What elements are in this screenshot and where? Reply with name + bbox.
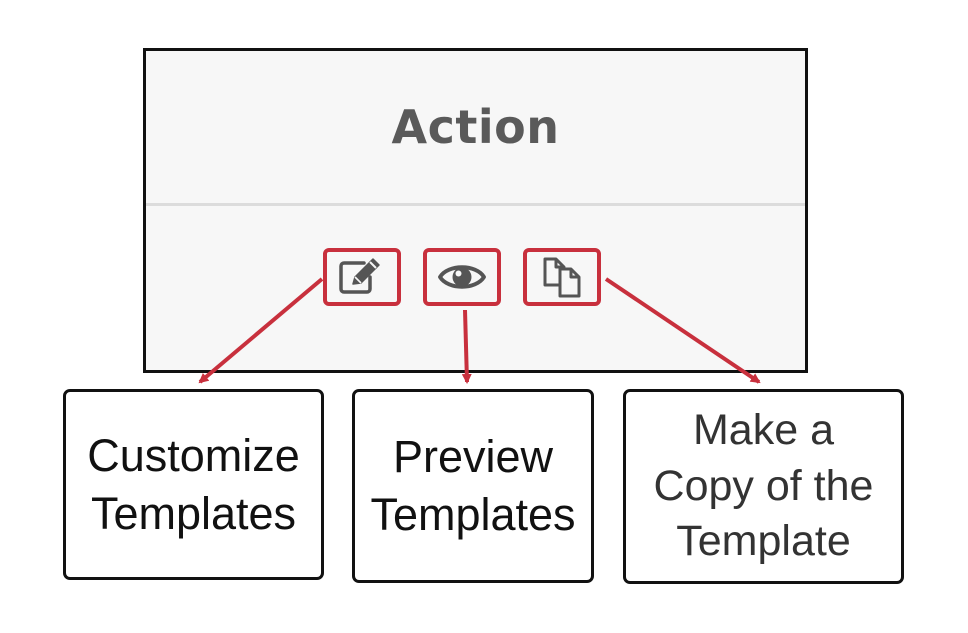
callout-label: Preview Templates xyxy=(370,431,576,540)
copy-icon xyxy=(543,257,581,298)
eye-icon xyxy=(438,265,486,289)
callout-customize-templates: Customize Templates xyxy=(63,389,324,580)
callout-make-a-copy: Make a Copy of the Template xyxy=(623,389,904,584)
copy-template-button[interactable] xyxy=(523,248,601,306)
action-panel: Action xyxy=(143,48,808,373)
callout-label: Make a Copy of the Template xyxy=(653,405,874,566)
action-column-header: Action xyxy=(146,51,805,206)
callout-label: Customize Templates xyxy=(87,429,300,539)
callout-preview-templates: Preview Templates xyxy=(352,389,594,583)
preview-template-button[interactable] xyxy=(423,248,501,306)
customize-template-button[interactable] xyxy=(323,248,401,306)
edit-icon xyxy=(339,258,380,294)
action-header-label: Action xyxy=(391,100,560,154)
